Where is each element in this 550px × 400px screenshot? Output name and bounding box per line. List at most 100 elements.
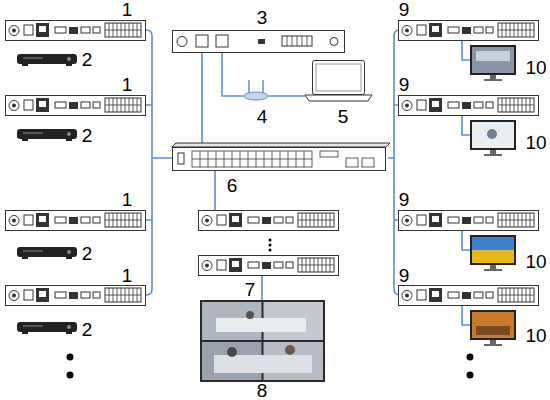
callout-number: 2 bbox=[82, 126, 93, 146]
monitor-frame bbox=[470, 45, 516, 81]
switch-power bbox=[178, 153, 184, 164]
monitor-frame bbox=[470, 310, 516, 346]
decoder-device bbox=[399, 21, 539, 41]
controller-terminal bbox=[282, 36, 312, 46]
monitor-frame bbox=[470, 235, 516, 271]
switch-ports bbox=[192, 151, 374, 167]
source-player bbox=[17, 322, 77, 334]
wifi-router bbox=[244, 80, 268, 100]
monitor-picture-detail bbox=[476, 51, 510, 61]
dot bbox=[467, 354, 474, 361]
left-bus-cable bbox=[146, 30, 172, 295]
wall-scene bbox=[216, 318, 306, 332]
dot bbox=[269, 249, 272, 252]
controller-power bbox=[177, 37, 187, 47]
controller-device bbox=[173, 31, 345, 53]
network-switch bbox=[172, 143, 390, 171]
continuation-dots bbox=[67, 239, 474, 379]
monitor-picture-detail bbox=[487, 129, 497, 139]
decoder-device bbox=[399, 211, 539, 231]
laptop-base bbox=[305, 95, 372, 101]
switch-front bbox=[173, 148, 386, 171]
callout-number: 8 bbox=[257, 381, 268, 400]
network-cables bbox=[146, 30, 470, 325]
callout-number: 10 bbox=[525, 133, 546, 153]
callout-number: 2 bbox=[82, 50, 93, 70]
switch-port-block bbox=[192, 151, 312, 167]
controller-switch bbox=[258, 39, 265, 44]
wall-scene bbox=[214, 355, 312, 373]
monitor-picture bbox=[472, 122, 514, 148]
switch-port-grid bbox=[192, 151, 312, 167]
callout-number: 4 bbox=[257, 107, 268, 127]
dot bbox=[269, 244, 272, 247]
monitor bbox=[470, 310, 516, 346]
dot bbox=[67, 354, 74, 361]
monitor-frame bbox=[470, 120, 516, 156]
switch-uplink bbox=[346, 158, 358, 167]
source-player bbox=[17, 129, 77, 141]
callout-number: 2 bbox=[82, 244, 93, 264]
callout-number: 2 bbox=[82, 320, 93, 340]
decoder-cable bbox=[214, 170, 216, 210]
callout-number: 1 bbox=[122, 0, 133, 20]
decoder-device bbox=[399, 286, 539, 306]
callout-number: 9 bbox=[399, 190, 410, 210]
video-wall bbox=[200, 300, 325, 382]
callout-number: 10 bbox=[525, 58, 546, 78]
encoder-devices bbox=[6, 21, 146, 306]
router-antenna bbox=[249, 80, 263, 93]
monitor bbox=[470, 45, 516, 81]
callout-number: 1 bbox=[122, 75, 133, 95]
laptop-screen bbox=[313, 61, 365, 95]
source-player bbox=[17, 247, 77, 259]
decoder-device bbox=[399, 96, 539, 116]
callout-number: 7 bbox=[245, 280, 256, 300]
right-bus-cable bbox=[388, 30, 400, 295]
monitor-picture-detail bbox=[476, 326, 510, 335]
callout-number: 6 bbox=[227, 176, 238, 196]
source-player bbox=[17, 54, 77, 66]
dot bbox=[269, 239, 272, 242]
monitor bbox=[470, 235, 516, 271]
monitors bbox=[470, 45, 516, 346]
router-body bbox=[244, 92, 268, 100]
monitor-picture bbox=[472, 47, 514, 73]
wall-person bbox=[285, 345, 295, 355]
monitor bbox=[470, 120, 516, 156]
monitor-picture bbox=[472, 237, 514, 250]
controller-cable bbox=[201, 52, 203, 145]
callout-number: 9 bbox=[399, 75, 410, 95]
encoder-device bbox=[6, 286, 146, 306]
callout-number: 3 bbox=[257, 8, 268, 28]
video-wall-cable bbox=[261, 275, 263, 300]
dot bbox=[467, 372, 474, 379]
laptop-display bbox=[316, 64, 361, 91]
controller-port bbox=[216, 35, 228, 47]
wall-decoder-device bbox=[199, 211, 339, 231]
callout-number: 1 bbox=[122, 266, 133, 286]
wall-decoder-device bbox=[199, 256, 339, 276]
controller-port bbox=[196, 35, 208, 47]
wall-person bbox=[246, 311, 254, 319]
switch-led-block bbox=[320, 151, 338, 157]
controller-terminal-pins bbox=[287, 36, 307, 46]
laptop bbox=[305, 61, 372, 102]
switch-top bbox=[172, 143, 390, 147]
dot bbox=[67, 372, 74, 379]
callout-number: 9 bbox=[399, 0, 410, 20]
wall-frame bbox=[200, 300, 325, 382]
monitor-picture bbox=[472, 250, 514, 263]
callout-number: 1 bbox=[122, 190, 133, 210]
encoder-device bbox=[6, 96, 146, 116]
decoder-devices bbox=[199, 21, 539, 306]
encoder-device bbox=[6, 211, 146, 231]
source-players bbox=[17, 54, 77, 334]
router-cable bbox=[222, 52, 305, 96]
callout-number: 10 bbox=[525, 326, 546, 346]
controller-body bbox=[173, 31, 345, 53]
callout-number: 9 bbox=[399, 266, 410, 286]
callout-number: 5 bbox=[338, 107, 349, 127]
encoder-device bbox=[6, 21, 146, 41]
